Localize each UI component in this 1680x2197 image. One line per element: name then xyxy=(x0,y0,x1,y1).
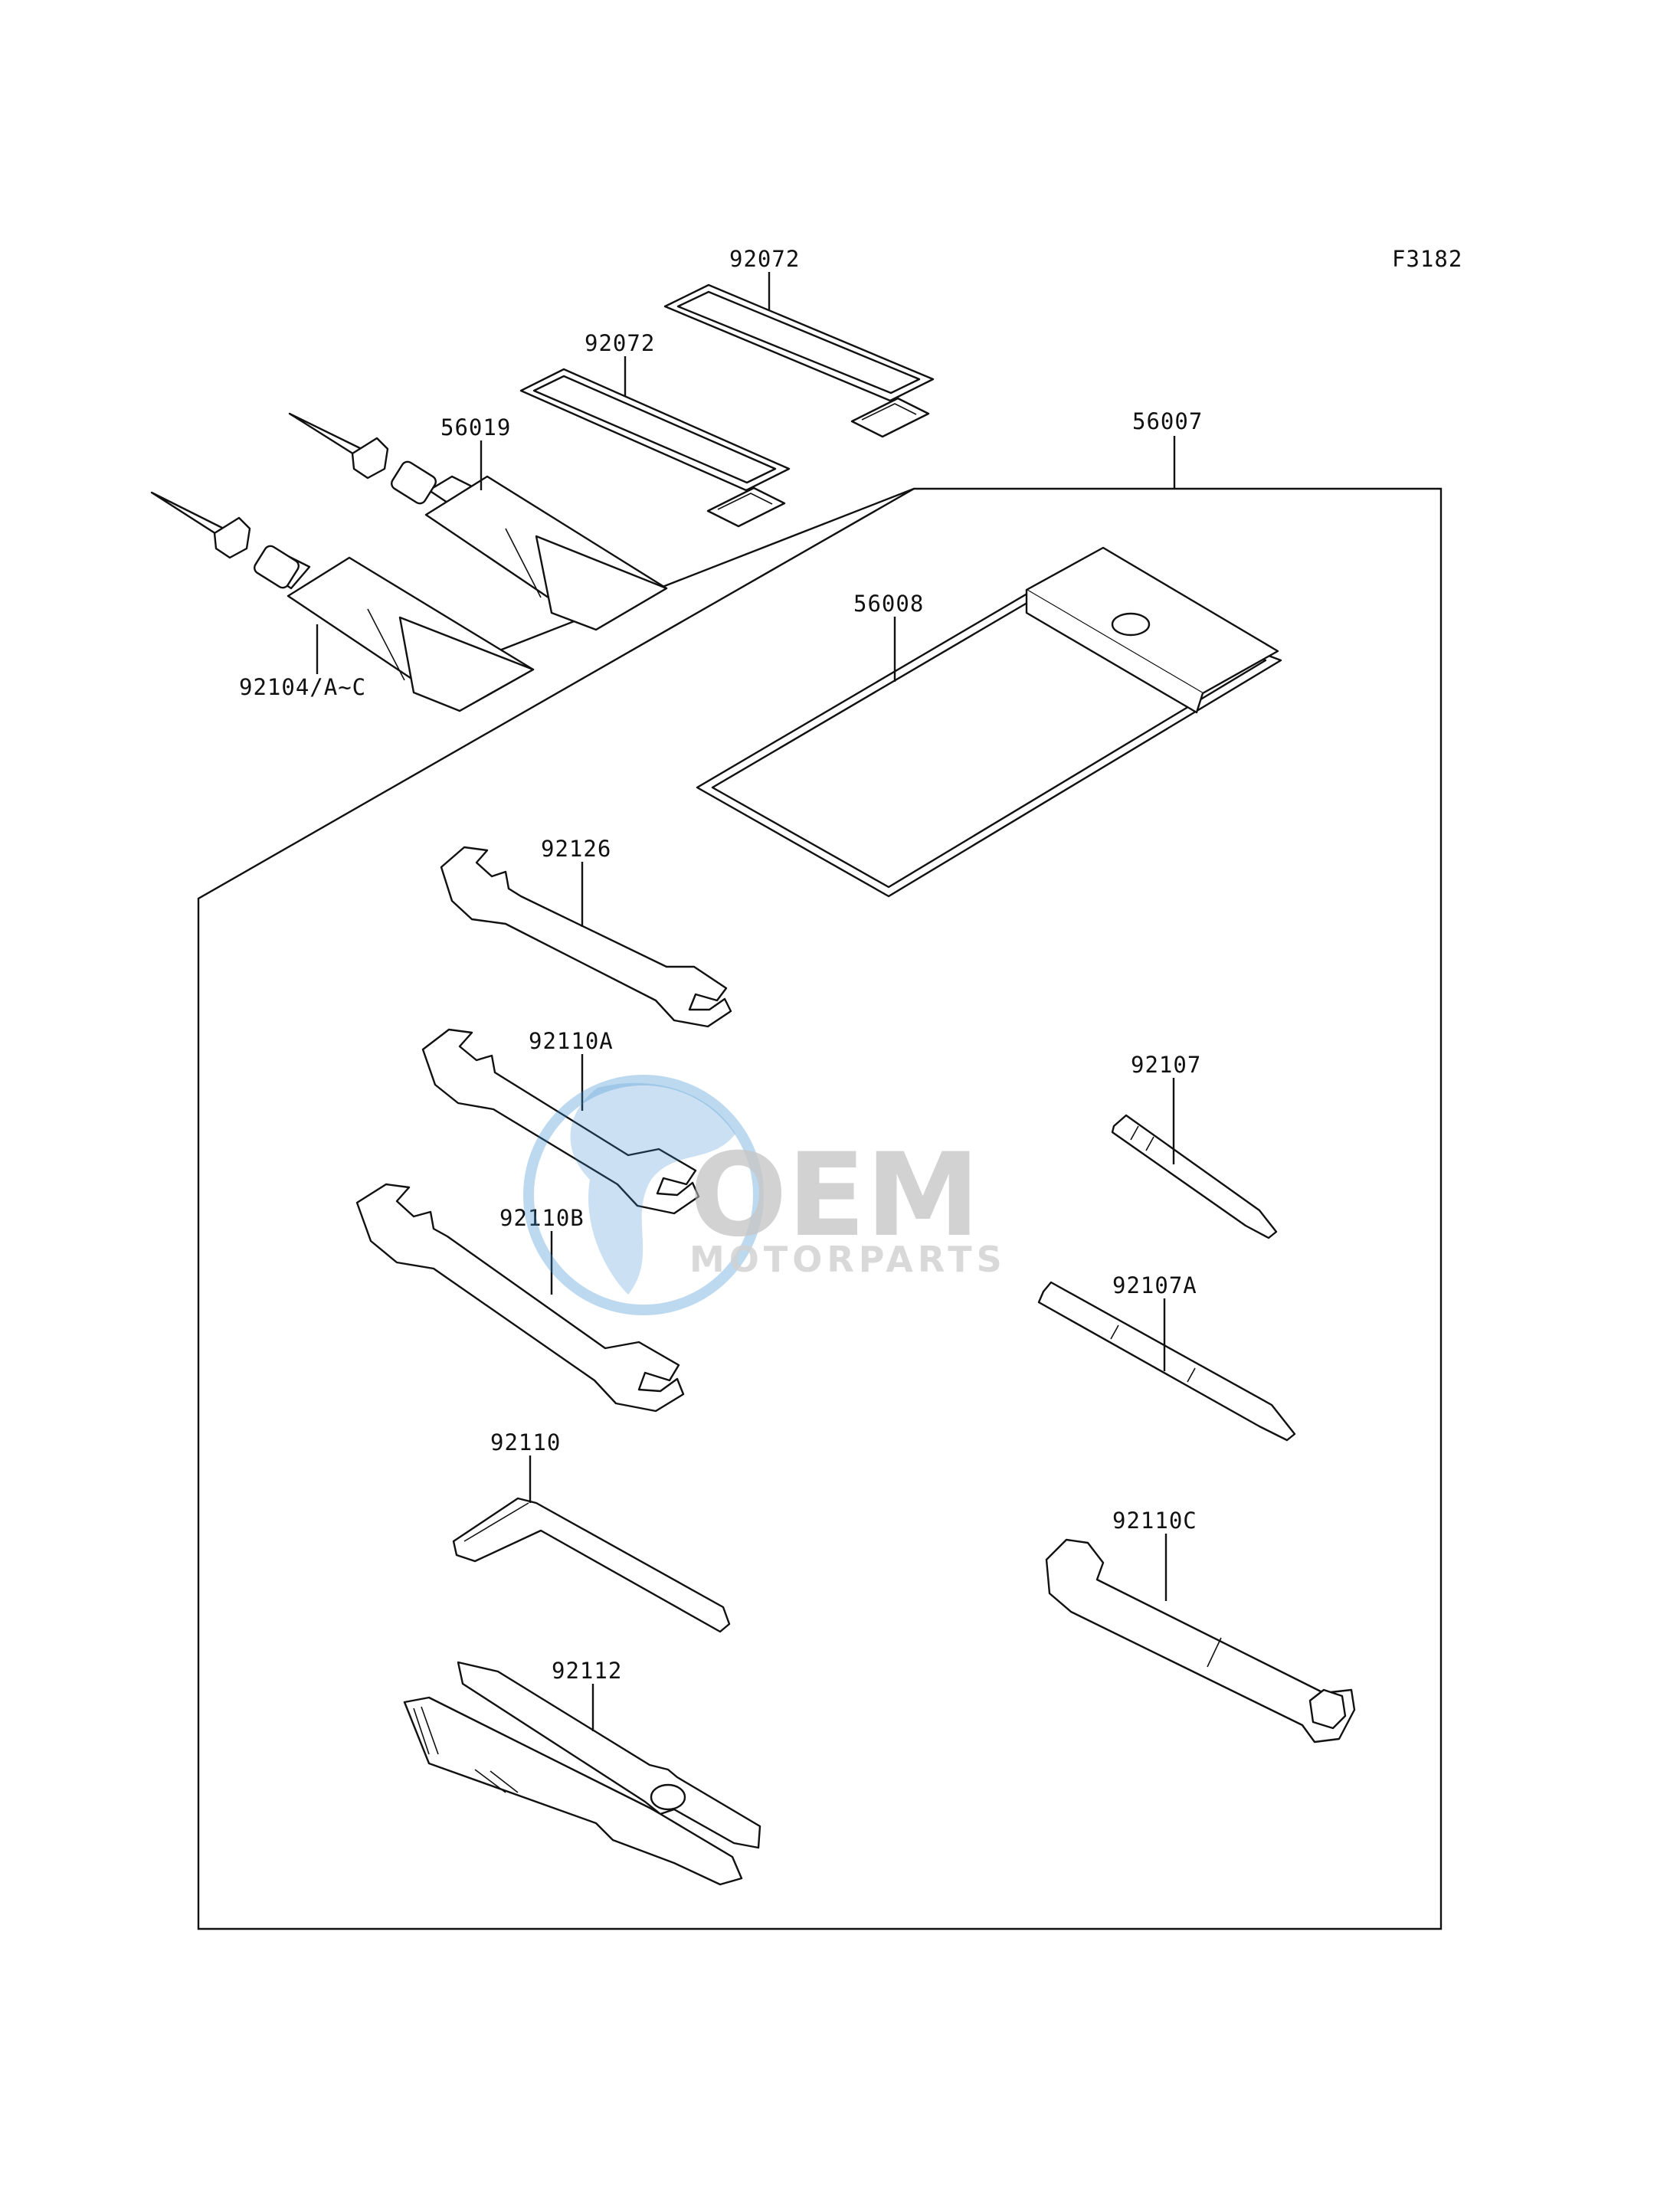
watermark-logo: OEM MOTORPARTS xyxy=(523,1075,1007,1315)
label-92072-top: 92072 xyxy=(729,246,800,272)
watermark-oem: OEM xyxy=(689,1129,980,1262)
screwdriver-bit-92107 xyxy=(1111,1114,1278,1239)
strap-middle xyxy=(519,368,791,528)
wrench-92110A xyxy=(421,1028,700,1215)
wrench-92126 xyxy=(440,846,732,1028)
label-56007: 56007 xyxy=(1132,408,1203,434)
label-92072-mid: 92072 xyxy=(585,330,655,356)
label-56019: 56019 xyxy=(440,414,511,440)
tool-bag-56008 xyxy=(696,546,1282,898)
label-92107A: 92107A xyxy=(1112,1272,1197,1298)
label-92110A: 92110A xyxy=(529,1028,614,1054)
label-92112: 92112 xyxy=(552,1658,622,1684)
label-92126: 92126 xyxy=(541,836,611,862)
label-92107: 92107 xyxy=(1131,1052,1201,1078)
label-92110B: 92110B xyxy=(499,1205,585,1231)
figure-code: F3182 xyxy=(1392,246,1462,272)
label-92110C: 92110C xyxy=(1112,1508,1197,1534)
label-92110: 92110 xyxy=(490,1429,561,1455)
wrench-92110B xyxy=(355,1183,685,1413)
watermark-motorparts: MOTORPARTS xyxy=(689,1239,1007,1280)
strap-top xyxy=(663,283,935,438)
screwdriver-bit-92107A xyxy=(1037,1281,1296,1442)
hex-key-92110 xyxy=(452,1497,731,1633)
pliers-92112 xyxy=(403,1661,761,1886)
label-56008: 56008 xyxy=(853,591,924,617)
spark-plug-wrench-92110C xyxy=(1045,1538,1356,1744)
grease-tube-92104 xyxy=(150,491,535,712)
grease-tube-56019 xyxy=(288,412,668,631)
tool-kit-boundary xyxy=(197,487,1443,1930)
label-92104: 92104/A~C xyxy=(239,674,366,700)
